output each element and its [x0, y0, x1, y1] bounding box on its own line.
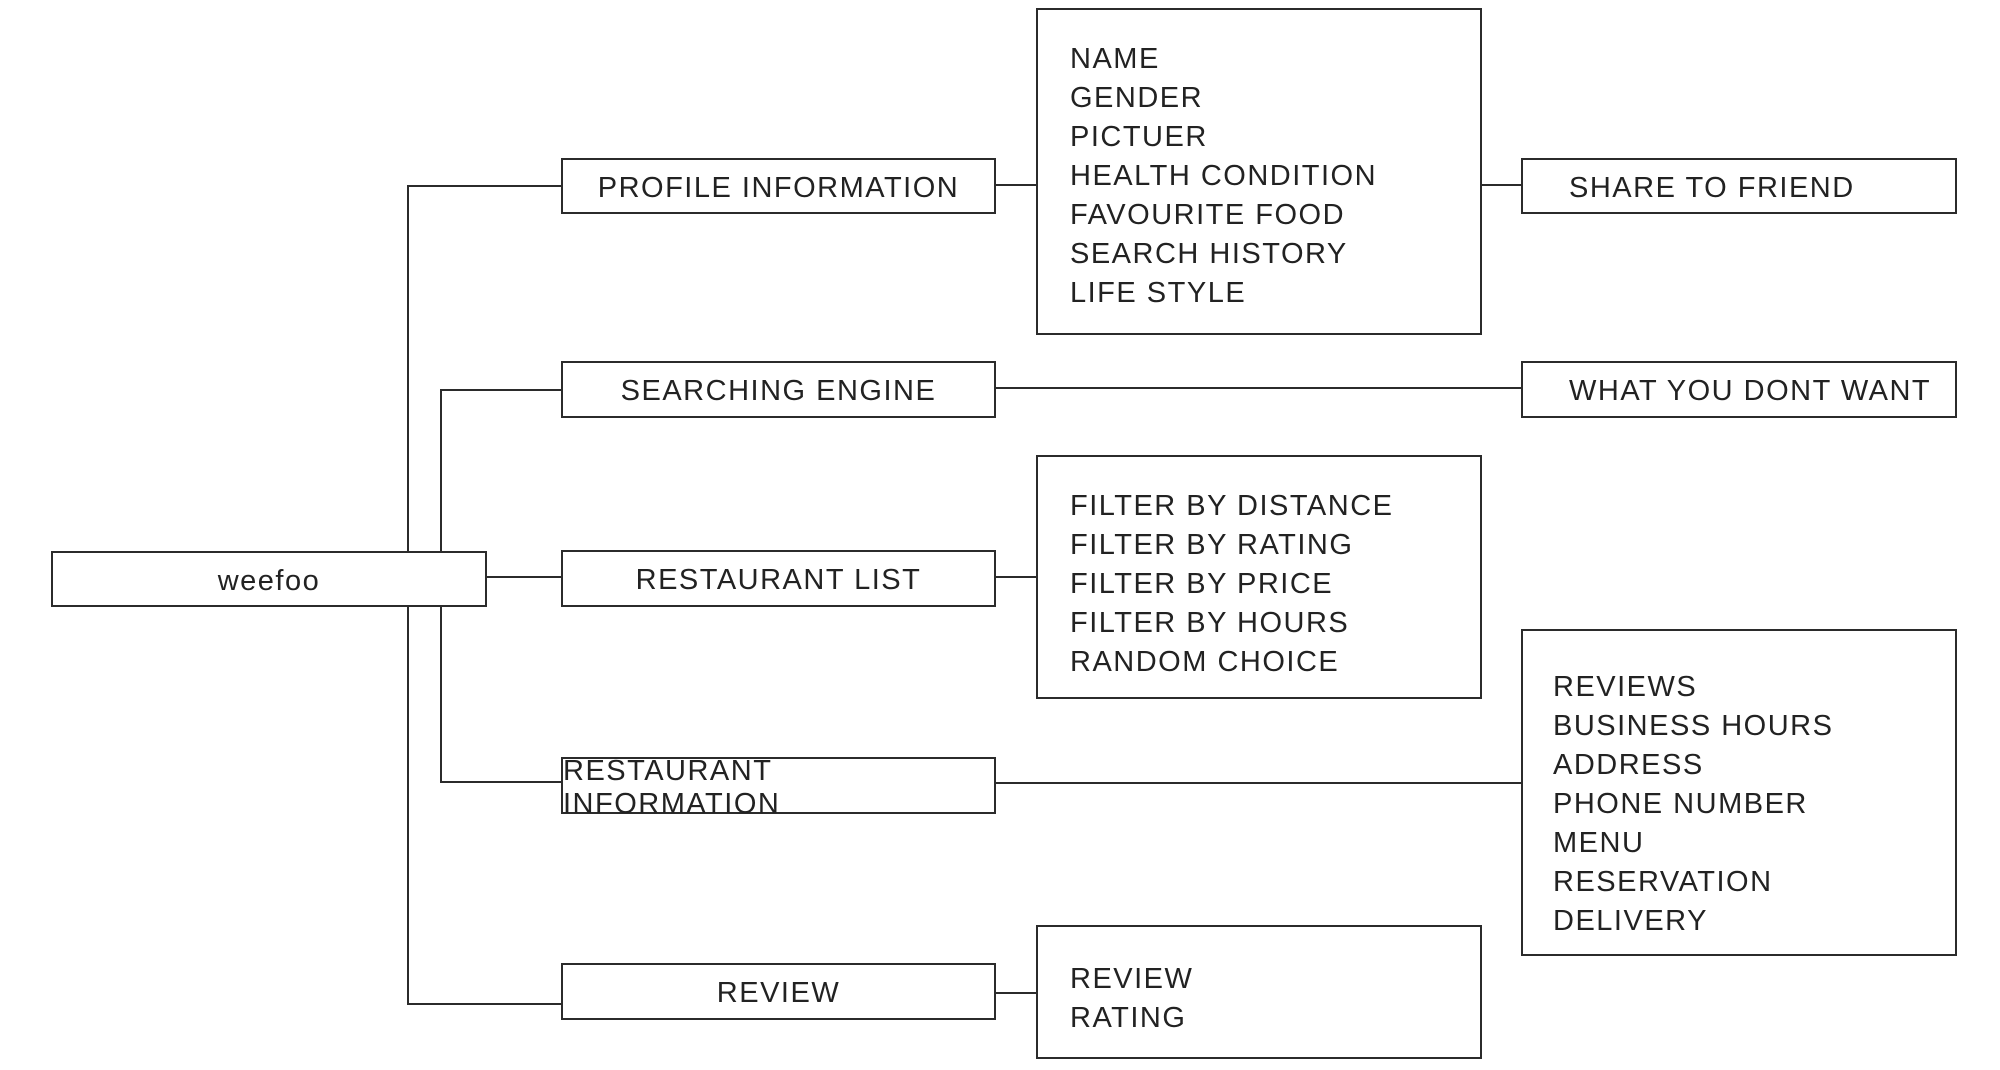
connector-root-profile [407, 185, 561, 551]
detail-item: SEARCH HISTORY [1070, 238, 1348, 270]
review-item: RATING [1070, 1002, 1187, 1034]
info-item: REVIEWS [1553, 671, 1698, 703]
filter-item: FILTER BY RATING [1070, 529, 1354, 561]
detail-item: GENDER [1070, 82, 1204, 114]
profile-information-label: PROFILE INFORMATION [597, 171, 960, 204]
review-details-box: REVIEW RATING [1036, 925, 1482, 1059]
connector-root-review [407, 606, 561, 1005]
info-item: RESERVATION [1553, 866, 1773, 898]
profile-details-box: NAME GENDER PICTUER HEALTH CONDITION FAV… [1036, 8, 1482, 335]
info-item: BUSINESS HOURS [1553, 710, 1834, 742]
info-item: DELIVERY [1553, 905, 1708, 937]
filter-item: FILTER BY HOURS [1070, 607, 1350, 639]
detail-item: PICTUER [1070, 121, 1208, 153]
what-you-dont-want-label: WHAT YOU DONT WANT [1569, 375, 1932, 407]
restaurant-list-node: RESTAURANT LIST [561, 550, 996, 607]
detail-item: HEALTH CONDITION [1070, 160, 1378, 192]
review-node: REVIEW [561, 963, 996, 1020]
restaurant-information-label: RESTAURANT INFORMATION [563, 754, 781, 820]
info-item: MENU [1553, 827, 1645, 859]
connector-root-search [440, 389, 561, 551]
filter-item: FILTER BY DISTANCE [1070, 490, 1394, 522]
review-item: REVIEW [1070, 963, 1194, 995]
restaurant-list-label: RESTAURANT LIST [635, 564, 922, 596]
detail-item: NAME [1070, 43, 1160, 75]
profile-information-node: PROFILE INFORMATION [561, 158, 996, 214]
searching-engine-label: SEARCHING ENGINE [620, 375, 937, 407]
connector-root-info [440, 606, 561, 783]
filter-item: FILTER BY PRICE [1070, 568, 1334, 600]
what-you-dont-want-node: WHAT YOU DONT WANT [1521, 361, 1957, 418]
share-to-friend-node: SHARE TO FRIEND [1521, 158, 1957, 214]
detail-item: LIFE STYLE [1070, 277, 1247, 309]
restaurant-information-details-box: REVIEWS BUSINESS HOURS ADDRESS PHONE NUM… [1521, 629, 1957, 956]
info-item: ADDRESS [1553, 749, 1704, 781]
searching-engine-node: SEARCHING ENGINE [561, 361, 996, 418]
root-node: weefoo [51, 551, 487, 607]
review-label: REVIEW [716, 977, 841, 1009]
filter-item: RANDOM CHOICE [1070, 646, 1340, 678]
detail-item: FAVOURITE FOOD [1070, 199, 1346, 231]
share-to-friend-label: SHARE TO FRIEND [1569, 171, 1855, 204]
root-label: weefoo [217, 564, 321, 597]
restaurant-information-node: RESTAURANT INFORMATION [561, 755, 996, 820]
restaurant-list-filters-box: FILTER BY DISTANCE FILTER BY RATING FILT… [1036, 455, 1482, 699]
info-item: PHONE NUMBER [1553, 788, 1808, 820]
